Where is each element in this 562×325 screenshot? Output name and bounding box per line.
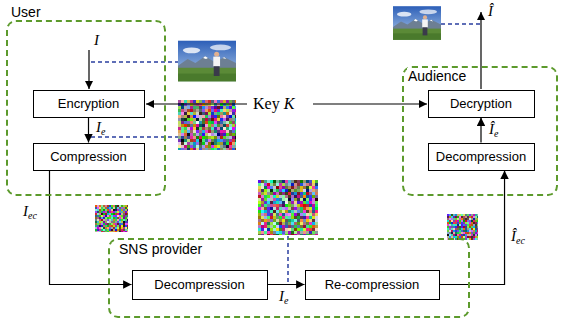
key-label: Key K (252, 95, 295, 112)
box-label: Re-compression (325, 277, 420, 292)
signal-label: I (93, 32, 100, 49)
signal-label: Îe (488, 121, 499, 138)
encrypted-noise (178, 100, 236, 150)
input-photo (178, 41, 236, 82)
region-title: Audience (407, 68, 467, 84)
output-photo (393, 6, 441, 40)
flow-arrow (88, 118, 89, 143)
box-label: Decompression (154, 277, 244, 292)
input-arrow (88, 50, 89, 89)
process-box: Decryption (428, 90, 535, 118)
signal-label: Ie (95, 119, 106, 136)
region-title: SNS provider (118, 241, 203, 257)
process-box: Decompression (428, 143, 535, 171)
encrypted-noise-small (95, 205, 128, 232)
group-region: AudienceDecryptionDecompression (402, 66, 558, 196)
group-region: SNS providerDecompression Re-compression (108, 238, 470, 318)
process-box: Encryption (33, 90, 145, 118)
key-arrow (313, 103, 427, 104)
box-label: Decryption (450, 96, 512, 111)
encrypted-noise (258, 180, 318, 235)
output-arrow (480, 12, 481, 89)
signal-label: Îec (510, 228, 526, 245)
group-region: UserEncryptionCompression (6, 20, 166, 196)
region-title: User (10, 4, 42, 20)
box-label: Encryption (58, 96, 119, 111)
encrypted-noise-small (447, 214, 478, 240)
box-label: Compression (50, 149, 127, 164)
signal-label: Î (487, 3, 494, 20)
leader-line (441, 23, 480, 25)
flow-arrow (268, 284, 305, 285)
flow-arrow (50, 171, 132, 285)
process-box: Compression (33, 143, 145, 171)
signal-label: Iec (22, 203, 38, 220)
key-arrow (146, 103, 247, 104)
box-label: Decompression (436, 149, 526, 164)
flow-arrow (440, 171, 505, 285)
process-box: Decompression (132, 270, 268, 300)
process-box: Re-compression (305, 270, 440, 300)
signal-label: Ie (278, 288, 289, 305)
flow-arrow (480, 118, 481, 143)
leader-line (287, 236, 289, 282)
